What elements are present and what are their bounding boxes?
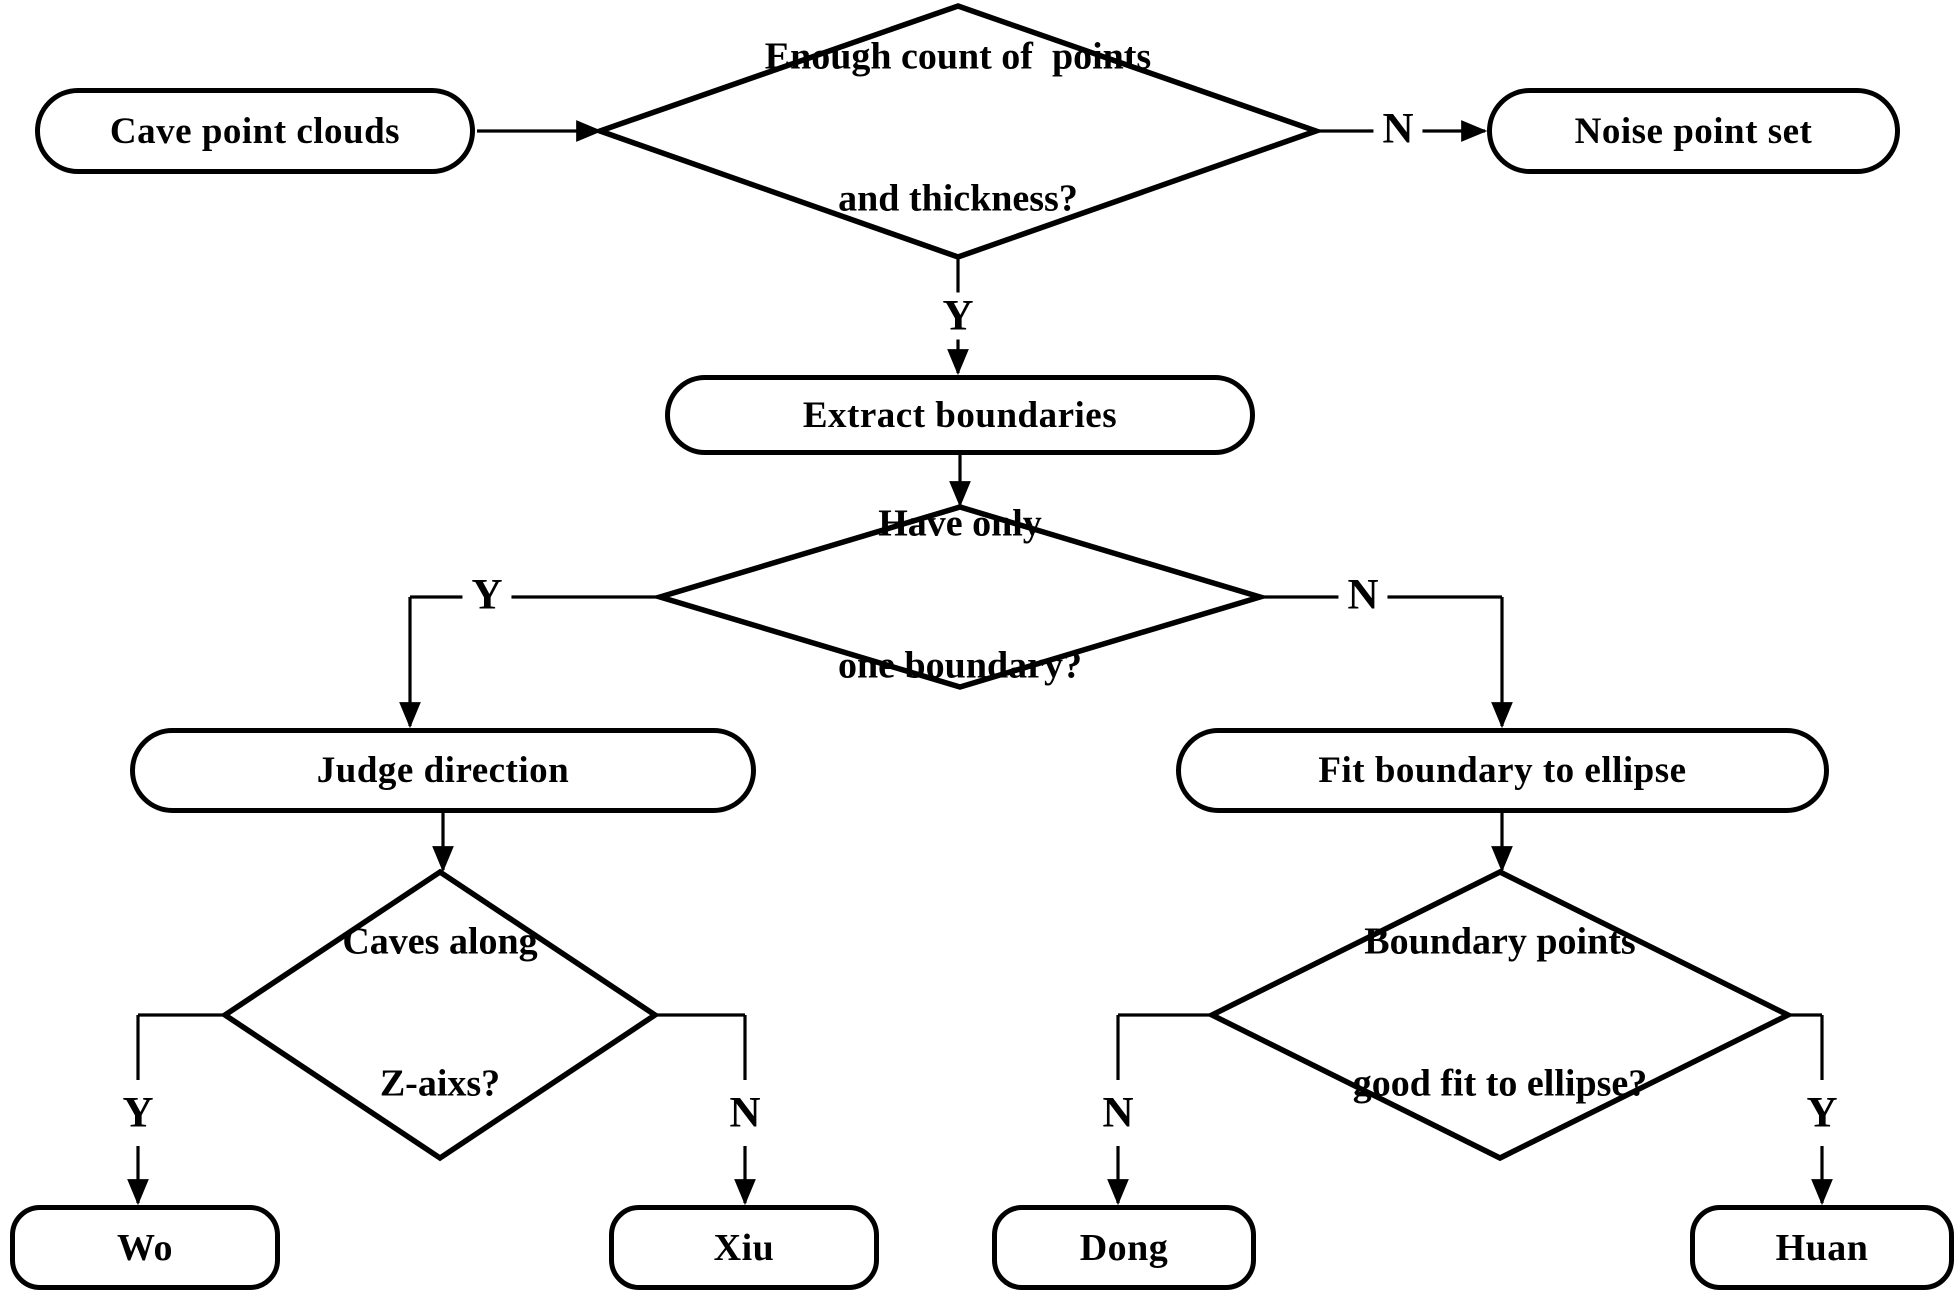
decision-line: Have only (878, 502, 1042, 545)
node-judge-direction: Judge direction (130, 728, 756, 813)
node-fit-boundary-to-ellipse: Fit boundary to ellipse (1176, 728, 1829, 813)
node-result-huan: Huan (1690, 1205, 1954, 1290)
edge-label-fit-no: N (1093, 1089, 1143, 1137)
node-result-wo: Wo (10, 1205, 280, 1290)
node-result-xiu: Xiu (609, 1205, 879, 1290)
decision-line: Z-aixs? (379, 1062, 501, 1105)
decision-diamond-one-boundary (650, 504, 1270, 690)
node-label: Noise point set (1574, 110, 1813, 152)
decision-line: Boundary points (1364, 920, 1636, 963)
node-label: Judge direction (316, 750, 570, 791)
node-label: Xiu (713, 1226, 775, 1269)
decision-text-z-axis: Caves along Z-aixs? (342, 825, 537, 1202)
decision-text-enough-points: Enough count of points and thickness? (765, 0, 1151, 316)
edge-label-one-yes: Y (462, 571, 512, 619)
node-label: Extract boundaries (802, 394, 1118, 436)
edge-label-enough-no: N (1373, 105, 1423, 153)
decision-line: one boundary? (838, 644, 1082, 687)
decision-line: and thickness? (838, 177, 1078, 220)
decision-line: Caves along (342, 920, 538, 963)
decision-line: good fit to ellipse? (1352, 1062, 1648, 1105)
node-noise-point-set: Noise point set (1487, 88, 1900, 174)
decision-text-good-fit: Boundary points good fit to ellipse? (1353, 825, 1647, 1202)
edge-label-z-yes: Y (113, 1089, 163, 1137)
decision-diamond-good-fit (1205, 868, 1795, 1162)
decision-text-one-boundary: Have only one boundary? (838, 407, 1082, 784)
node-label: Dong (1079, 1226, 1169, 1269)
edge-label-enough-yes: Y (933, 292, 983, 340)
node-label: Cave point clouds (109, 110, 401, 152)
node-label: Huan (1775, 1226, 1869, 1269)
node-cave-point-clouds: Cave point clouds (35, 88, 475, 174)
decision-line: Enough count of points (764, 35, 1152, 78)
edge-label-z-no: N (720, 1089, 770, 1137)
node-result-dong: Dong (992, 1205, 1256, 1290)
node-extract-boundaries: Extract boundaries (665, 375, 1255, 455)
decision-diamond-z-axis (220, 868, 660, 1162)
node-label: Wo (117, 1226, 173, 1269)
edge-label-fit-yes: Y (1797, 1089, 1847, 1137)
node-label: Fit boundary to ellipse (1318, 750, 1687, 791)
edge-label-one-no: N (1338, 571, 1388, 619)
